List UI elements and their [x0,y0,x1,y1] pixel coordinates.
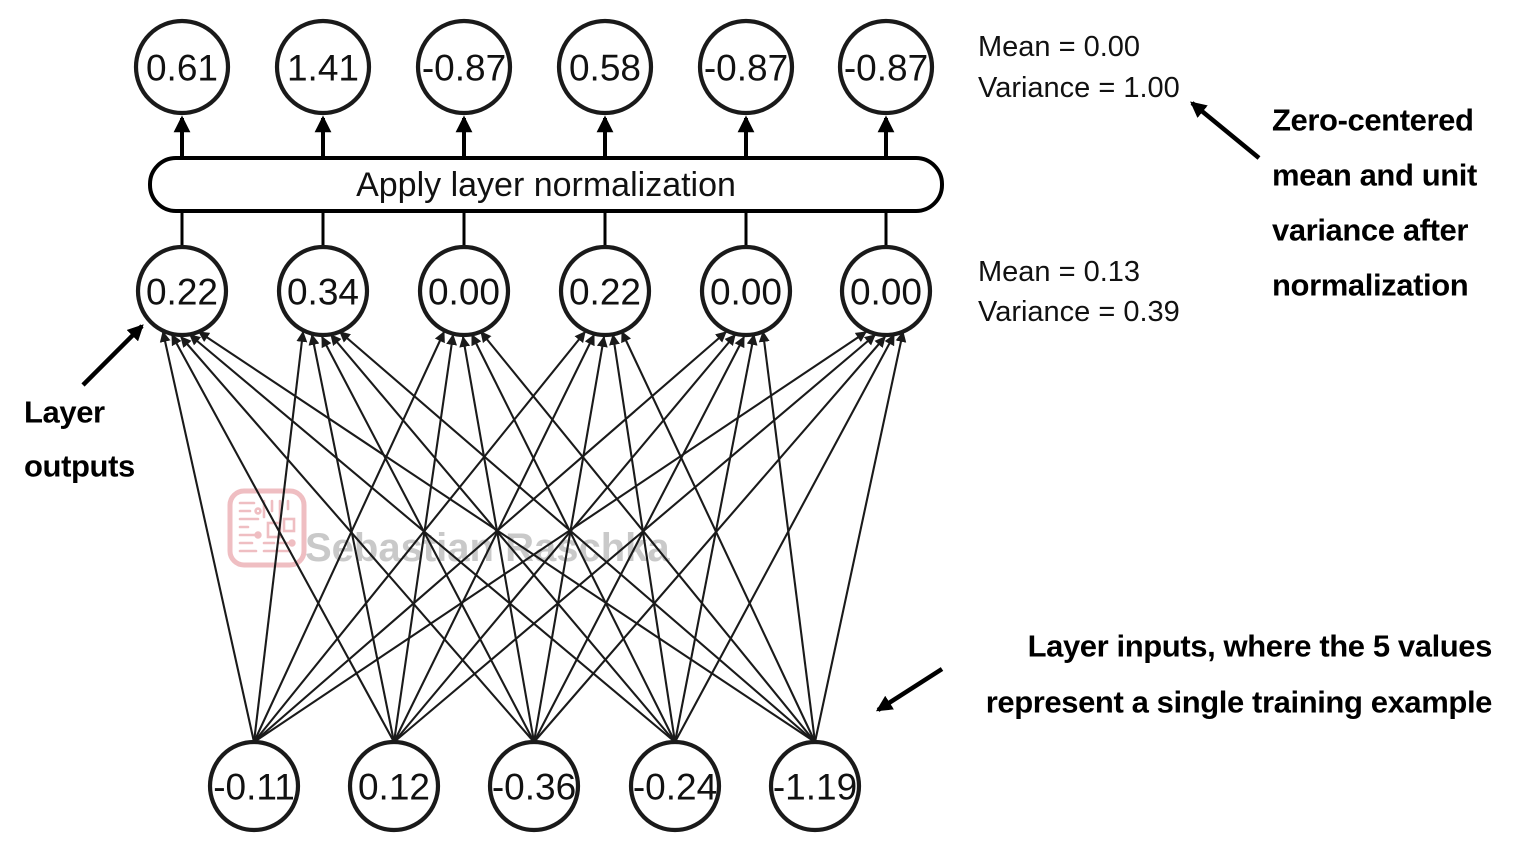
input-node-value: -0.24 [633,767,717,808]
left-annotation-line: outputs [24,449,135,484]
arrows-box-to-outputs [173,115,895,158]
normalization-passthrough-lines [180,210,888,248]
bottom-annotation-line: represent a single training example [986,685,1492,720]
output-node-value: 1.41 [287,48,359,89]
right-annotation-arrow-icon [1190,101,1261,160]
output-variance-text: Variance = 1.00 [978,72,1180,104]
output-mean-text: Mean = 0.00 [978,31,1140,63]
edges-input-to-hidden [159,330,907,743]
output-node[interactable]: -0.87 [697,18,795,116]
hidden-node-row: 0.22 0.34 0.00 0.22 0.00 0.00 [135,244,933,338]
input-node-value: -0.11 [213,767,295,808]
hidden-node[interactable]: 0.00 [699,244,793,338]
output-node-value: -0.87 [704,48,788,89]
hidden-node[interactable]: 0.00 [417,244,511,338]
apply-layer-normalization-box[interactable]: Apply layer normalization [148,156,944,213]
output-node-value: -0.87 [844,48,928,89]
hidden-node-value: 0.22 [569,272,641,313]
right-annotation-line: normalization [1272,268,1468,303]
bottom-annotation: Layer inputs, where the 5 values represe… [875,629,1493,720]
hidden-node-value: 0.00 [428,272,500,313]
hidden-node-value: 0.34 [287,272,359,313]
hidden-node[interactable]: 0.00 [839,244,933,338]
output-node[interactable]: 0.61 [133,18,231,116]
output-node-value: 0.61 [146,48,218,89]
input-node-value: 0.12 [358,767,430,808]
right-annotation-line: mean and unit [1272,158,1477,193]
hidden-node[interactable]: 0.22 [135,244,229,338]
input-node-value: -1.19 [773,767,857,808]
hidden-node-value: 0.22 [146,272,218,313]
output-node[interactable]: 0.58 [556,18,654,116]
input-node[interactable]: 0.12 [347,739,441,833]
watermark: Sebastian Raschka [227,488,670,570]
left-annotation-line: Layer [24,395,105,430]
watermark-text: Sebastian Raschka [305,526,670,570]
bottom-annotation-arrow-icon [875,667,944,712]
hidden-node[interactable]: 0.34 [276,244,370,338]
output-node-row: 0.61 1.41 -0.87 0.58 -0.87 -0.87 [133,18,935,116]
right-annotation-line: Zero-centered [1272,103,1474,138]
input-node-value: -0.36 [492,767,576,808]
output-node[interactable]: 1.41 [274,18,372,116]
hidden-node[interactable]: 0.22 [558,244,652,338]
circuit-board-logo-icon [227,488,307,568]
bottom-annotation-line: Layer inputs, where the 5 values [1028,629,1492,664]
output-node-value: 0.58 [569,48,641,89]
input-node[interactable]: -0.24 [628,739,722,833]
right-annotation: Zero-centered mean and unit variance aft… [1190,101,1477,303]
output-statistics: Mean = 0.00 Variance = 1.00 [978,31,1180,104]
input-node-row: -0.11 0.12 -0.36 -0.24 -1.19 [207,739,862,833]
input-node[interactable]: -0.36 [487,739,581,833]
hidden-node-value: 0.00 [710,272,782,313]
left-annotation: Layer outputs [24,324,144,484]
norm-box-label: Apply layer normalization [356,166,736,204]
output-node[interactable]: -0.87 [837,18,935,116]
hidden-statistics: Mean = 0.13 Variance = 0.39 [978,256,1180,328]
output-node[interactable]: -0.87 [415,18,513,116]
input-node[interactable]: -0.11 [207,739,301,833]
hidden-variance-text: Variance = 0.39 [978,296,1180,328]
output-node-value: -0.87 [422,48,506,89]
hidden-mean-text: Mean = 0.13 [978,256,1140,288]
input-node[interactable]: -1.19 [768,739,862,833]
right-annotation-line: variance after [1272,213,1468,248]
hidden-node-value: 0.00 [850,272,922,313]
left-annotation-arrow-icon [81,324,144,387]
